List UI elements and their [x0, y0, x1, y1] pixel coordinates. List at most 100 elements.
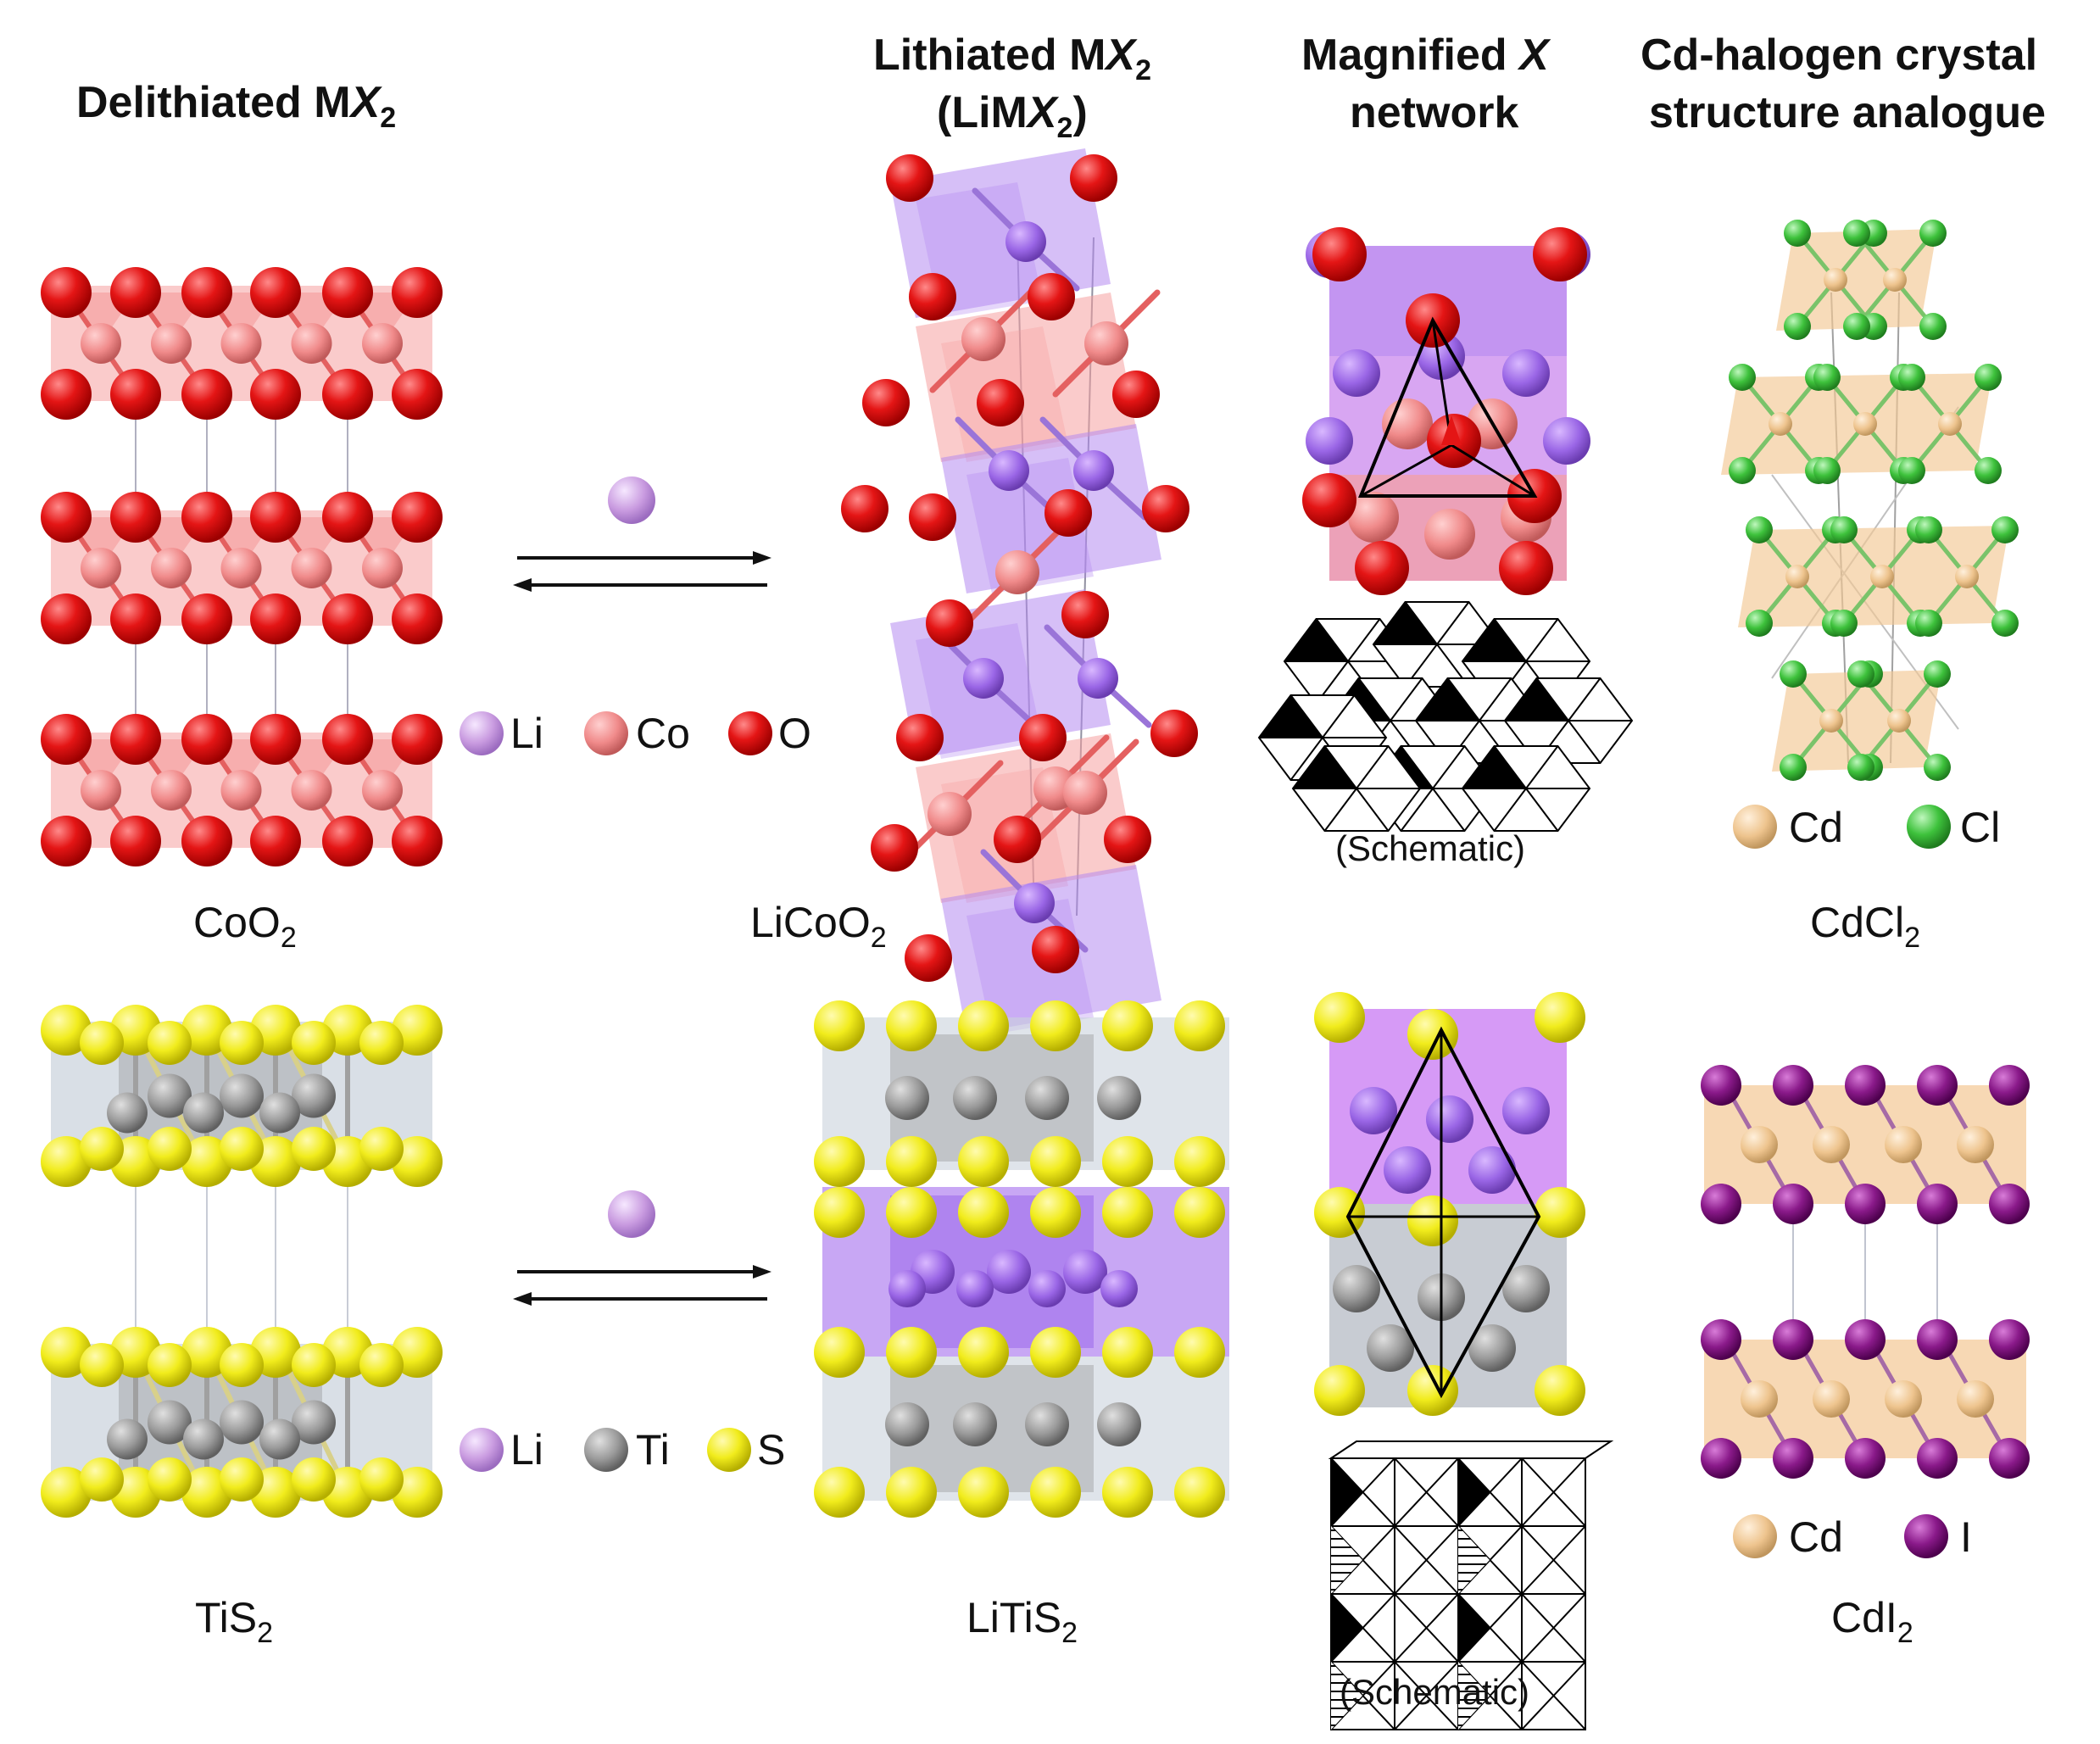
prism-diagonal — [1330, 1525, 1395, 1595]
co-atom — [927, 792, 972, 836]
svg-text:Ti: Ti — [636, 1426, 670, 1474]
i-atom — [1917, 1184, 1958, 1224]
cl-atom — [1843, 313, 1870, 340]
s-atom — [1535, 1365, 1585, 1416]
li-atom — [1078, 658, 1118, 699]
o-atom — [1061, 591, 1109, 638]
s-atom — [41, 1467, 92, 1518]
o-atom — [41, 369, 92, 420]
s-atom — [392, 1005, 443, 1056]
cd-atom — [1870, 565, 1894, 588]
svg-text:S: S — [757, 1426, 785, 1474]
hex-spoke — [1568, 677, 1601, 722]
prism-diagonal — [1394, 1457, 1459, 1527]
o-atom — [896, 714, 944, 761]
s-atom — [1030, 1467, 1081, 1518]
cd-octahedron — [1772, 670, 1941, 772]
octa-shading — [1331, 1526, 1362, 1594]
coo2-structure — [41, 267, 443, 866]
i-atom — [1701, 1319, 1741, 1360]
s-atom — [80, 1457, 124, 1502]
schematic-tetrahedral — [1257, 601, 1634, 832]
co-atom — [291, 323, 332, 364]
s-atom — [220, 1021, 264, 1065]
ti-atom — [107, 1092, 148, 1134]
o-atom — [1499, 541, 1553, 595]
svg-text:Magnified X: Magnified X — [1301, 31, 1551, 80]
tetrahedron-outline — [1358, 316, 1538, 498]
tetra-shading — [1462, 619, 1526, 661]
octa-shading — [1331, 1662, 1362, 1730]
o-atom — [392, 267, 443, 318]
cl-atom — [1784, 313, 1811, 340]
s-atom — [392, 1467, 443, 1518]
s-atom — [1407, 1195, 1458, 1246]
s-atom — [1314, 992, 1365, 1043]
i-atom — [1701, 1184, 1741, 1224]
i-atom — [1989, 1184, 2030, 1224]
tetra-shading — [1284, 619, 1348, 661]
o-atom — [181, 492, 232, 543]
s-atom — [1102, 1467, 1153, 1518]
label-schematic-bottom: (Schematic) — [1340, 1672, 1529, 1712]
s-atom — [392, 1136, 443, 1187]
o-atom — [1044, 489, 1092, 537]
s-atom — [1102, 1000, 1153, 1051]
li-atom — [1306, 417, 1353, 465]
s-atom — [148, 1457, 192, 1502]
co-atom — [995, 550, 1039, 594]
prism-diagonal — [1457, 1457, 1523, 1527]
co-atom — [1063, 771, 1107, 815]
s-atom — [41, 1005, 92, 1056]
hex-spoke — [1525, 788, 1559, 832]
s-atom — [886, 1187, 937, 1238]
co-atom — [220, 548, 262, 588]
o-atom — [1355, 541, 1409, 595]
s-atom — [1030, 1000, 1081, 1051]
s-atom — [958, 1000, 1009, 1051]
o-atom — [322, 267, 373, 318]
cl-atom — [1780, 754, 1807, 781]
svg-text:Cd: Cd — [1789, 1513, 1843, 1561]
label-licoo2: LiCoO2 — [750, 899, 887, 954]
label-schematic-top: (Schematic) — [1335, 828, 1525, 868]
cdcl2-structure — [1721, 220, 2019, 781]
tetra-shading — [1416, 678, 1479, 721]
s-atom — [359, 1127, 404, 1171]
cl-atom — [1991, 610, 2019, 637]
li-ion-icon — [608, 1190, 655, 1238]
prism-diagonal — [1330, 1457, 1395, 1527]
ti-atom — [1468, 1324, 1516, 1372]
svg-text:(LiMX2): (LiMX2) — [937, 88, 1088, 144]
s-atom — [220, 1127, 264, 1171]
prism-diagonal — [1521, 1457, 1586, 1527]
s-atom — [292, 1343, 336, 1387]
s-atom — [1407, 1365, 1458, 1416]
ti-atom — [1333, 1265, 1380, 1312]
co-atom — [1424, 509, 1475, 560]
s-atom — [1102, 1187, 1153, 1238]
label-coo2: CoO2 — [193, 899, 297, 954]
cl-atom — [1847, 754, 1874, 781]
s-atom — [1174, 1136, 1225, 1187]
ti-atom — [1367, 1324, 1414, 1372]
o-atom — [1032, 926, 1079, 973]
s-atom — [1407, 1009, 1458, 1060]
tetra-shading — [1259, 695, 1323, 738]
cdi2-structure — [1701, 1065, 2030, 1479]
o-atom — [322, 369, 373, 420]
co-atom — [220, 323, 262, 364]
hex-spoke — [1290, 737, 1323, 781]
i-atom — [1773, 1184, 1813, 1224]
ti-atom — [107, 1418, 148, 1460]
ti-atom — [953, 1402, 997, 1446]
cl-atom — [1729, 364, 1756, 391]
svg-text:Cd: Cd — [1789, 804, 1843, 851]
ti-atom — [259, 1092, 300, 1134]
co-atom — [220, 770, 262, 811]
cl-atom — [1898, 364, 1925, 391]
i-atom — [1773, 1438, 1813, 1479]
s-atom — [80, 1127, 124, 1171]
magnified-octahedral-network — [1314, 992, 1585, 1416]
ti-atom — [1025, 1402, 1069, 1446]
